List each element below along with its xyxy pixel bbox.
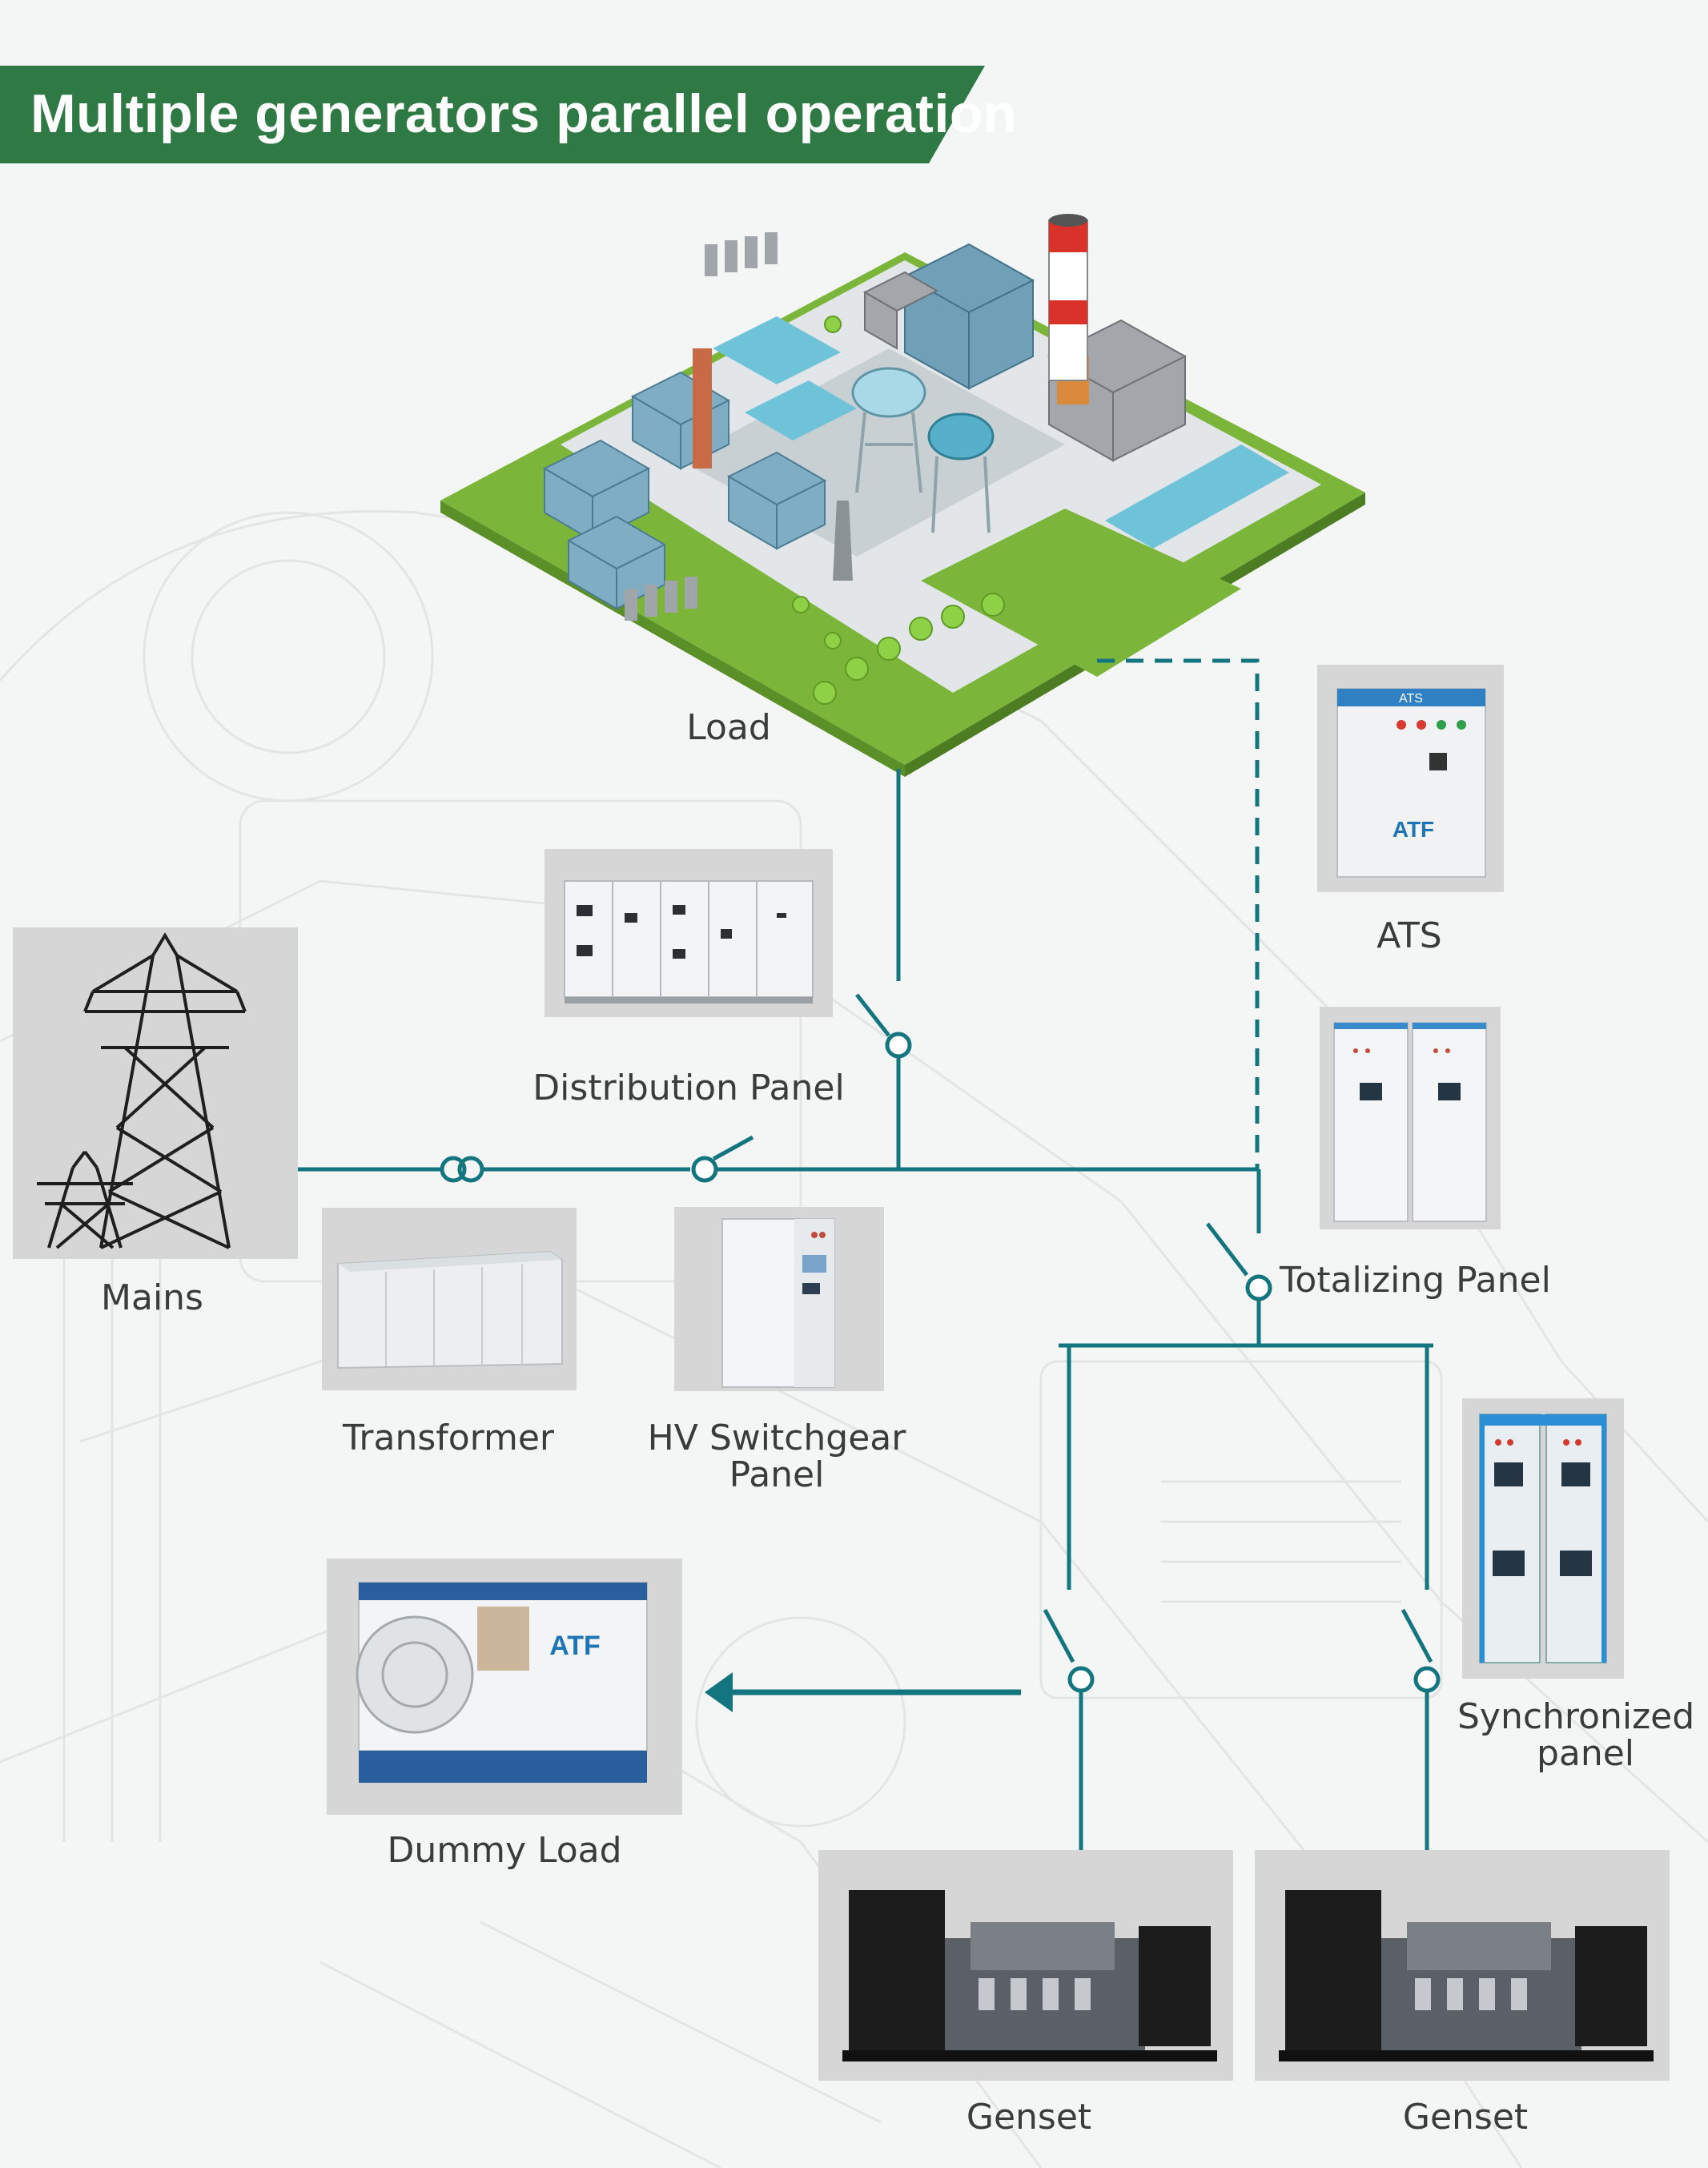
switch-symbol-icon — [885, 1032, 912, 1059]
dummy-load-label: Dummy Load — [387, 1830, 622, 1871]
genset-right-label: Genset — [1402, 2097, 1529, 2138]
page-title: Multiple generators parallel operation — [30, 83, 1017, 144]
switch-symbol-icon — [1067, 1666, 1095, 1693]
ats-photo: ATS ATF — [1317, 665, 1504, 892]
synchronized-panel-label-line2: panel — [1536, 1733, 1635, 1774]
genset-left-label: Genset — [966, 2097, 1092, 2138]
hv-switchgear-photo — [674, 1207, 884, 1391]
distribution-panel-label: Distribution Panel — [532, 1068, 845, 1108]
dummy-load-photo: ATF — [327, 1559, 682, 1815]
genset-right-photo — [1255, 1850, 1670, 2081]
hv-switchgear-label-line2: Panel — [729, 1454, 825, 1495]
power-tower-icon — [37, 932, 247, 1249]
mains-photo — [13, 927, 298, 1259]
industrial-plant-illustration — [440, 214, 1365, 777]
synchronized-panel-photo — [1462, 1398, 1624, 1679]
totalizing-panel-label: Totalizing Panel — [1280, 1260, 1551, 1301]
synchronized-panel-label-line1: Synchronized — [1457, 1696, 1695, 1737]
load-label: Load — [686, 707, 771, 748]
ats-brand-mark: ATF — [1393, 817, 1434, 842]
hv-switchgear-label-line1: HV Switchgear — [647, 1418, 906, 1458]
genset-left-photo — [818, 1850, 1233, 2081]
totalizing-panel-photo — [1320, 1007, 1501, 1229]
ats-label: ATS — [1376, 915, 1442, 956]
ats-header-text: ATS — [1399, 692, 1423, 706]
transformer-photo — [322, 1208, 577, 1390]
dummy-load-brand-mark: ATF — [549, 1631, 601, 1661]
switch-symbol-icon — [1245, 1274, 1272, 1301]
distribution-panel-photo — [545, 849, 833, 1017]
arrow-left-icon — [705, 1672, 733, 1712]
title-banner — [0, 66, 985, 163]
switch-symbol-icon — [691, 1156, 718, 1183]
transformer-label: Transformer — [342, 1418, 555, 1458]
ats-dashed-link — [1097, 658, 1260, 1169]
switch-symbol-icon — [1413, 1666, 1441, 1693]
transformer-symbol-icon — [440, 1156, 484, 1183]
mains-label: Mains — [101, 1277, 203, 1318]
